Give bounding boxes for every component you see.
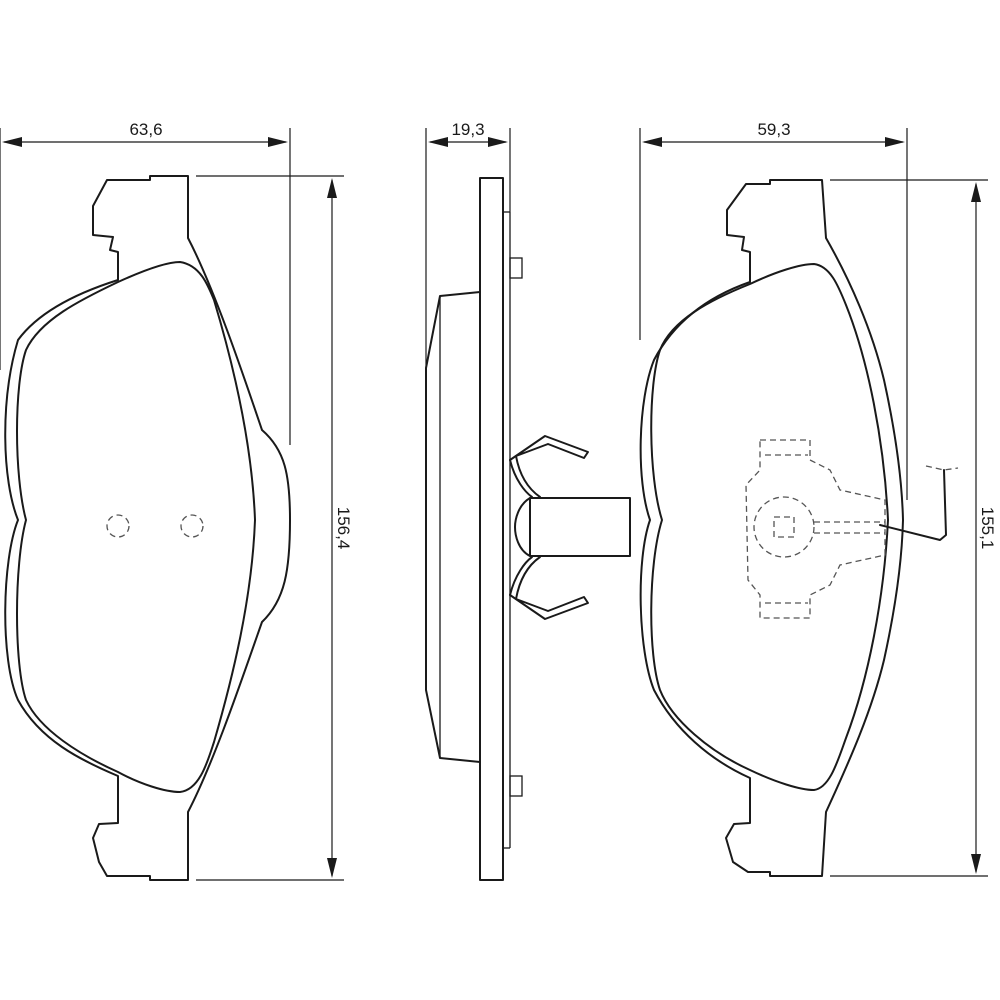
- dimension-pad2-width: 59,3: [639, 120, 908, 500]
- side-friction-material: [425, 291, 481, 763]
- side-tab-bottom: [509, 775, 523, 797]
- dimension-pad2-height: 155,1: [830, 179, 997, 877]
- wear-sensor-hidden: [745, 439, 886, 619]
- left-pad-view: [4, 175, 291, 881]
- left-pad-hole-right: [180, 514, 204, 538]
- dimension-pad1-height-label: 156,4: [334, 507, 353, 550]
- dimension-pad2-width-label: 59,3: [757, 120, 790, 139]
- retaining-spring-clip: [509, 435, 631, 620]
- side-backing-plate: [479, 177, 504, 881]
- left-pad-hole-left: [106, 514, 130, 538]
- dimension-pad1-height: 156,4: [196, 175, 353, 881]
- right-pad-backing-plate: [639, 179, 904, 877]
- side-view: [425, 177, 631, 881]
- right-pad-friction-material: [650, 263, 889, 791]
- dimension-pad2-height-label: 155,1: [978, 507, 997, 550]
- dimension-pad1-width-label: 63,6: [129, 120, 162, 139]
- left-pad-backing-plate: [4, 175, 291, 881]
- dimension-thickness-label: 19,3: [451, 120, 484, 139]
- right-pad-view: [639, 179, 959, 877]
- dimension-thickness: 19,3: [425, 120, 511, 368]
- wear-sensor-wire: [879, 469, 947, 541]
- side-tab-top: [509, 257, 523, 279]
- dimension-pad1-width: 63,6: [0, 120, 291, 445]
- left-pad-friction-material: [16, 261, 256, 793]
